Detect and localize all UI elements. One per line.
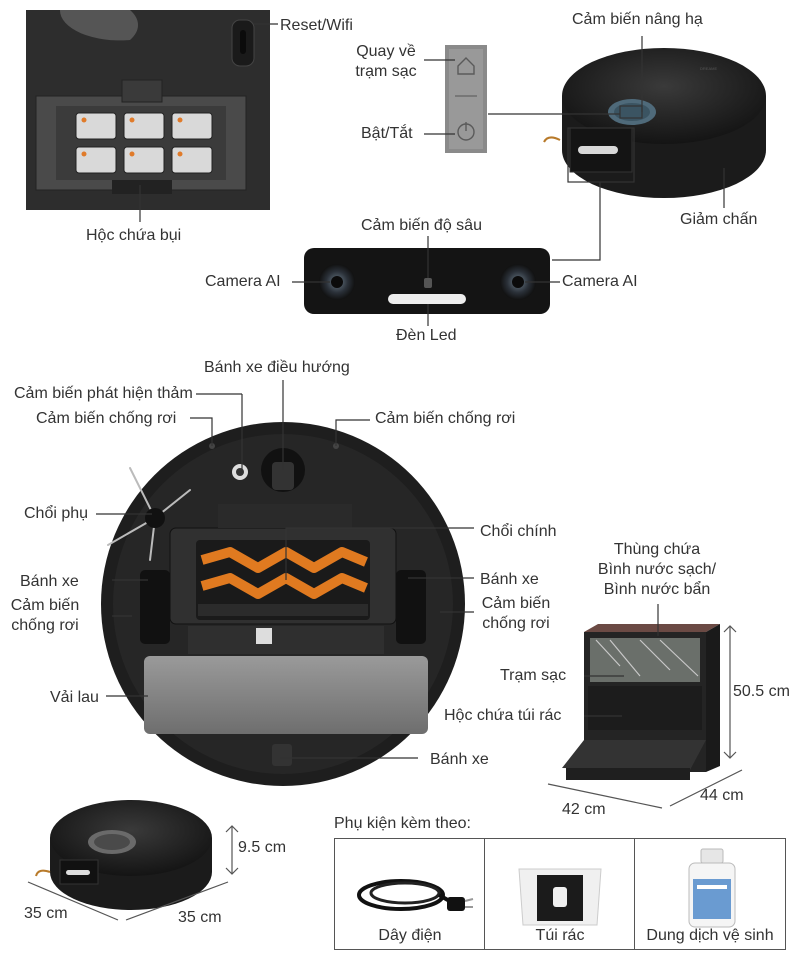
wheel-left-label: Bánh xe — [20, 573, 79, 590]
cliff-side-left-label: Cảm biến chống rơi — [10, 597, 80, 634]
accessory-label: Dung dịch vệ sinh — [646, 927, 774, 944]
camera-bar-photo — [304, 248, 550, 314]
station-depth-label: 44 cm — [700, 787, 744, 804]
dustbin-photo — [26, 10, 270, 210]
wheel-right-label: Bánh xe — [480, 571, 539, 588]
svg-text:DREAME: DREAME — [700, 66, 717, 71]
reset-wifi-label: Reset/Wifi — [280, 17, 353, 34]
button-panel — [445, 45, 487, 153]
side-brush-label: Chổi phụ — [24, 505, 89, 522]
lift-sensor-label: Cảm biến nâng hạ — [572, 11, 703, 28]
dock-station-photo — [562, 624, 720, 780]
carpet-sensor-label: Cảm biến phát hiện thảm — [14, 385, 193, 402]
main-brush-label: Chổi chính — [480, 523, 557, 540]
bag-compartment-label: Hộc chứa túi rác — [444, 707, 562, 724]
camera-right-label: Camera AI — [562, 273, 638, 290]
mop-pad-label: Vải lau — [50, 689, 99, 706]
cliff-sensor-right-label: Cảm biến chống rơi — [375, 410, 516, 427]
accessory-cleaning-solution: Dung dịch vệ sinh — [634, 838, 786, 950]
robot-underside-photo — [101, 422, 465, 786]
accessory-label: Túi rác — [535, 927, 585, 944]
cleaning-solution-icon — [688, 848, 736, 928]
led-label: Đèn Led — [396, 327, 457, 344]
robot-width-label: 35 cm — [24, 905, 68, 922]
power-cord-icon — [357, 879, 474, 911]
return-dock-label: Quay về trạm sạc — [355, 43, 417, 80]
nav-wheel-label: Bánh xe điều hướng — [204, 359, 350, 376]
wheel-rear-label: Bánh xe — [430, 751, 489, 768]
trash-bag-icon — [518, 868, 602, 926]
bumper-label: Giảm chấn — [680, 211, 758, 228]
accessories-title: Phụ kiện kèm theo: — [334, 815, 471, 832]
station-width-label: 42 cm — [562, 801, 606, 818]
camera-left-label: Camera AI — [205, 273, 281, 290]
dustbin-label: Hộc chứa bụi — [86, 227, 182, 244]
accessory-trash-bag: Túi rác — [484, 838, 636, 950]
charging-station-label: Trạm sạc — [500, 667, 567, 684]
tank-label: Thùng chứa Bình nước sạch/ Bình nước bẩn — [597, 541, 717, 598]
accessory-label: Dây điện — [378, 927, 442, 944]
robot-top-photo: DREAME — [543, 48, 766, 198]
robot-height-label: 9.5 cm — [238, 839, 287, 856]
station-height-label: 50.5 cm — [733, 683, 790, 700]
cliff-side-right-label: Cảm biến chống rơi — [481, 595, 551, 632]
robot-dimension-photo — [35, 800, 212, 910]
accessory-power-cord: Dây điện — [334, 838, 486, 950]
robot-depth-label: 35 cm — [178, 909, 222, 926]
cliff-sensor-left-label: Cảm biến chống rơi — [36, 410, 177, 427]
power-label: Bật/Tắt — [361, 125, 413, 142]
depth-sensor-label: Cảm biến độ sâu — [361, 217, 482, 234]
